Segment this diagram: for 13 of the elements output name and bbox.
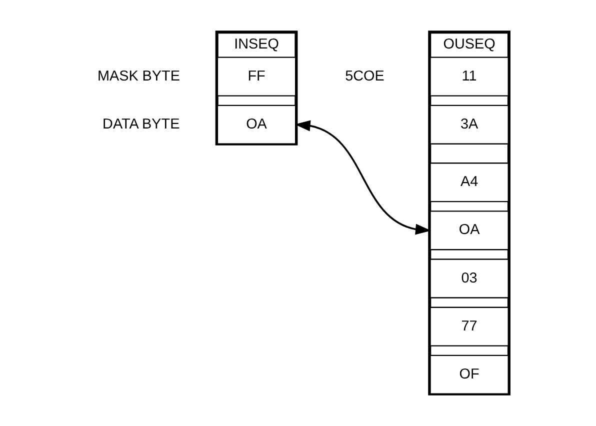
node-label: 5COE [345,68,384,84]
node-box: A4 [430,162,509,202]
node-label: DATA BYTE [102,116,180,132]
node-box: FF [216,56,296,96]
node-box: 11 [430,56,509,96]
node-box: OA [216,104,296,144]
arrow [294,120,432,235]
node-box: 77 [430,306,509,346]
node-box: OF [430,354,509,395]
node-label: MASK BYTE [97,68,180,84]
node-box: 3A [430,104,509,144]
node-box: OA [430,210,509,250]
node-box: 03 [430,258,509,298]
